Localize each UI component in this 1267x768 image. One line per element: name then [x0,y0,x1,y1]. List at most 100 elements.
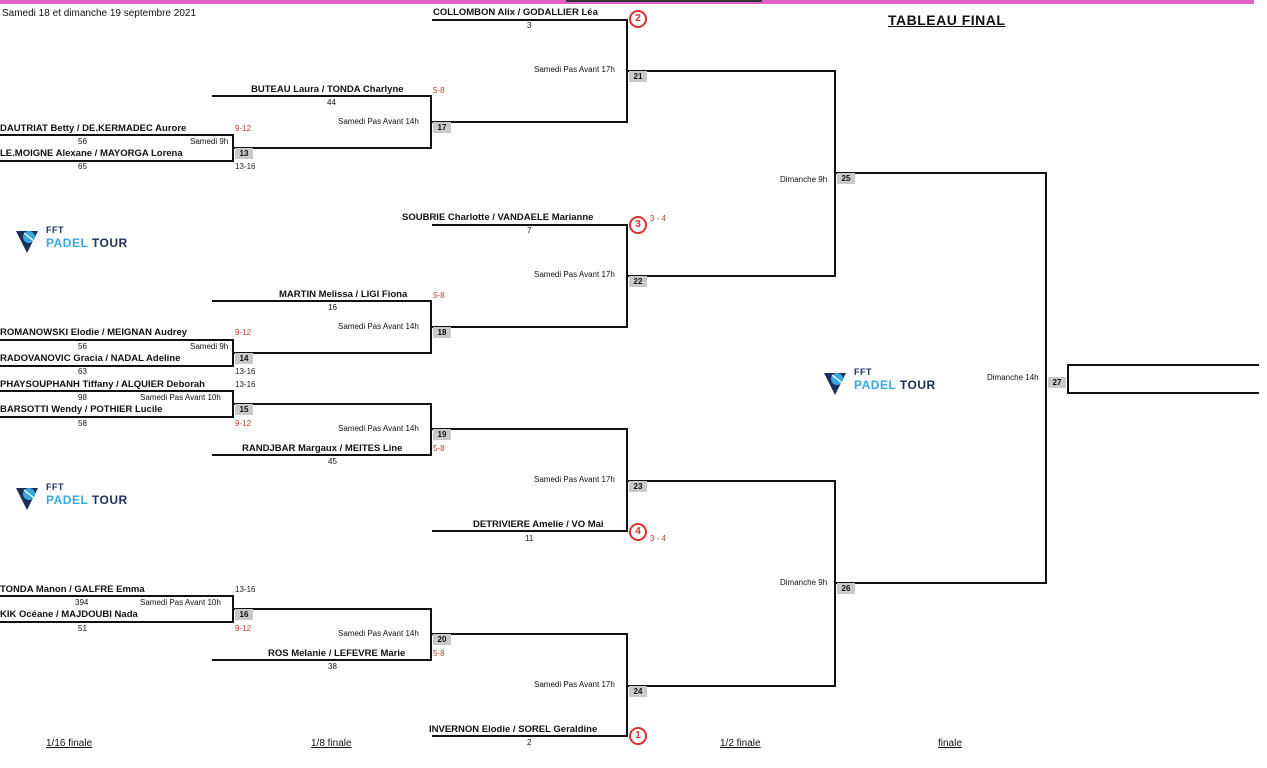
line-randjbar [212,454,432,456]
team-collombon: COLLOMBON Alix / GODALLIER Léa [433,7,598,18]
sched-m21: Samedi Pas Avant 17h [534,65,615,74]
team-detriviere: DETRIVIERE Amelie / VO Mai [473,519,604,530]
line-v27 [1045,172,1047,584]
rank-ros: 38 [328,662,337,671]
range-radovanovic: 13-16 [235,367,256,376]
sched-m13: Samedi 9h [190,137,229,146]
rank-martin: 16 [328,303,337,312]
line-buteau [212,95,432,97]
rank-tonda: 394 [75,598,89,607]
line-kik [0,621,234,623]
team-kik: KIK Océane / MAJDOUBI Nada [0,609,138,620]
seed-badge-4: 4 [629,523,647,541]
team-romanowski: ROMANOWSKI Elodie / MEIGNAN Audrey [0,327,188,338]
match-22: 22 [629,276,647,287]
round-label-r8: 1/8 finale [311,738,352,749]
rank-kik: 51 [78,624,87,633]
sched-m24: Samedi Pas Avant 17h [534,680,615,689]
line-lemoigne [0,160,234,162]
sched-m17: Samedi Pas Avant 14h [338,117,419,126]
sched-m22: Samedi Pas Avant 17h [534,270,615,279]
logo-wordmark: PADEL TOUR [46,493,128,507]
range-randjbar: 5-8 [433,444,445,453]
logo-wordmark: PADEL TOUR [46,236,128,250]
match-13: 13 [235,148,253,159]
match-20: 20 [433,634,451,645]
team-barsotti: BARSOTTI Wendy / POTHIER Lucile [0,404,163,415]
sched-m18: Samedi Pas Avant 14h [338,322,419,331]
team-martin: MARTIN Melissa / LIGI Fiona [279,289,408,300]
line-out23 [626,480,836,482]
team-lemoigne: LE.MOIGNE Alexane / MAYORGA Lorena [0,148,183,159]
team-radovanovic: RADOVANOVIC Gracia / NADAL Adeline [0,353,181,364]
line-out17 [430,121,628,123]
line-out21 [626,70,836,72]
sched-m23: Samedi Pas Avant 17h [534,475,615,484]
rank-romanowski: 56 [78,342,87,351]
line-out18 [430,326,628,328]
team-ros: ROS Melanie / LEFEVRE Marie [268,648,406,659]
seed-badge-3: 3 [629,216,647,234]
range-soubrie: 3 - 4 [650,214,667,223]
logo-padel-text: PADEL [854,378,897,392]
team-soubrie: SOUBRIE Charlotte / VANDAELE Marianne [402,212,594,223]
sched-m14: Samedi 9h [190,342,229,351]
line-out15 [232,403,432,405]
rank-soubrie: 7 [527,226,532,235]
sched-m27: Dimanche 14h [987,373,1039,382]
line-out24 [626,685,836,687]
logo-fft-text: FFT [46,482,64,492]
line-out14 [232,352,432,354]
match-23: 23 [629,481,647,492]
range-detriviere: 3 - 4 [650,534,667,543]
sched-m25: Dimanche 9h [780,175,828,184]
line-collombon [432,19,628,21]
range-barsotti: 9-12 [235,419,252,428]
rank-dautriat: 56 [78,137,87,146]
logo-fft-text: FFT [854,367,872,377]
team-randjbar: RANDJBAR Margaux / MEITES Line [242,443,403,454]
rank-lemoigne: 65 [78,162,87,171]
match-19: 19 [433,429,451,440]
range-buteau: 5-8 [433,86,445,95]
line-out19 [430,428,628,430]
team-tonda: TONDA Manon / GALFRE Emma [0,584,145,595]
rank-buteau: 44 [327,98,336,107]
rank-phaysouphanh: 98 [78,393,87,402]
rank-invernon: 2 [527,738,532,747]
match-26: 26 [837,583,855,594]
line-martin [212,300,432,302]
range-dautriat: 9-12 [235,124,252,133]
match-27: 27 [1048,377,1066,388]
line-out13 [232,147,432,149]
match-16: 16 [235,609,253,620]
logo-wordmark: PADEL TOUR [854,378,936,392]
sched-m15: Samedi Pas Avant 10h [140,393,221,402]
rank-barsotti: 58 [78,419,87,428]
logo-tour-text: TOUR [899,378,936,392]
team-invernon: INVERNON Elodie / SOREL Geraldine [429,724,598,735]
fft-padel-tour-logo: FFT PADEL TOUR [14,482,154,514]
line-detriviere [432,530,628,532]
fft-padel-tour-logo: FFT PADEL TOUR [14,225,154,257]
team-buteau: BUTEAU Laura / TONDA Charlyne [251,84,404,95]
header-bar [0,0,1254,4]
match-14: 14 [235,353,253,364]
logo-tour-text: TOUR [91,236,128,250]
padel-ball-icon [16,488,38,510]
match-15: 15 [235,404,253,415]
match-24: 24 [629,686,647,697]
logo-padel-text: PADEL [46,236,89,250]
event-date: Samedi 18 et dimanche 19 septembre 2021 [2,8,197,19]
range-romanowski: 9-12 [235,328,252,337]
line-out16 [232,608,432,610]
sched-m16: Samedi Pas Avant 10h [140,598,221,607]
range-tonda: 13-16 [235,585,256,594]
line-radovanovic [0,365,234,367]
sched-m26: Dimanche 9h [780,578,828,587]
seed-badge-1: 1 [629,727,647,745]
line-out20 [430,633,628,635]
rank-radovanovic: 63 [78,367,87,376]
fft-padel-tour-logo: FFT PADEL TOUR [822,367,962,399]
line-romanowski [0,339,234,341]
